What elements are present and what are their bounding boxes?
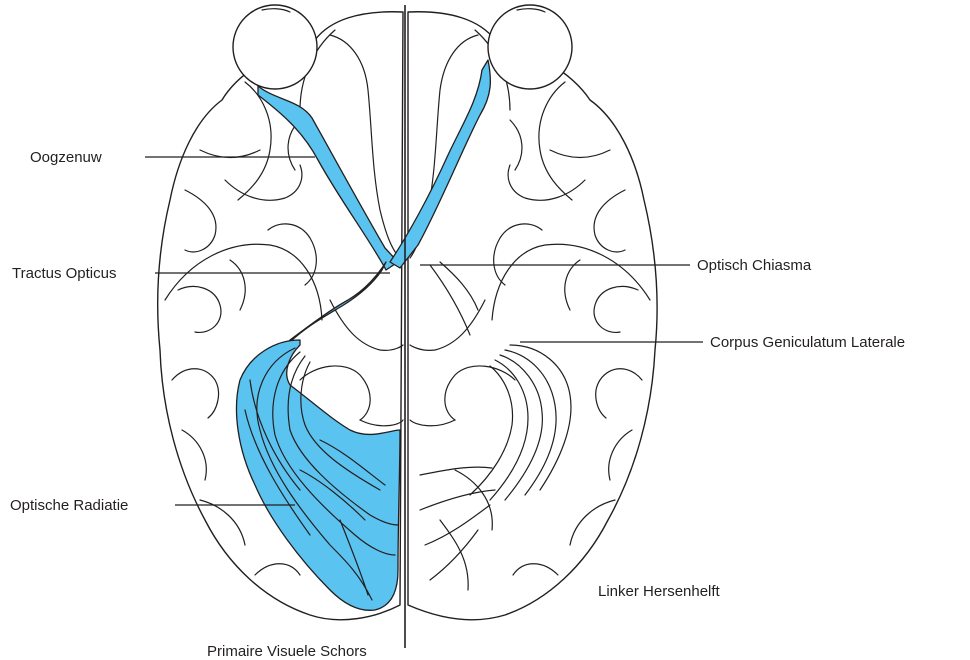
- brain-right-hemisphere: [408, 12, 657, 620]
- label-lgn: Corpus Geniculatum Laterale: [710, 334, 905, 351]
- label-optic-tract: Tractus Opticus: [12, 265, 116, 282]
- label-left-hemisphere: Linker Hersenhelft: [598, 583, 721, 600]
- label-optic-radiation: Optische Radiatie: [10, 497, 128, 514]
- label-optic-chiasm: Optisch Chiasma: [697, 257, 812, 274]
- left-eye: [233, 5, 317, 89]
- right-eye: [488, 5, 572, 89]
- label-primary-visual-cortex: Primaire Visuele Schors: [207, 643, 367, 660]
- label-optic-nerve: Oogzenuw: [30, 149, 102, 166]
